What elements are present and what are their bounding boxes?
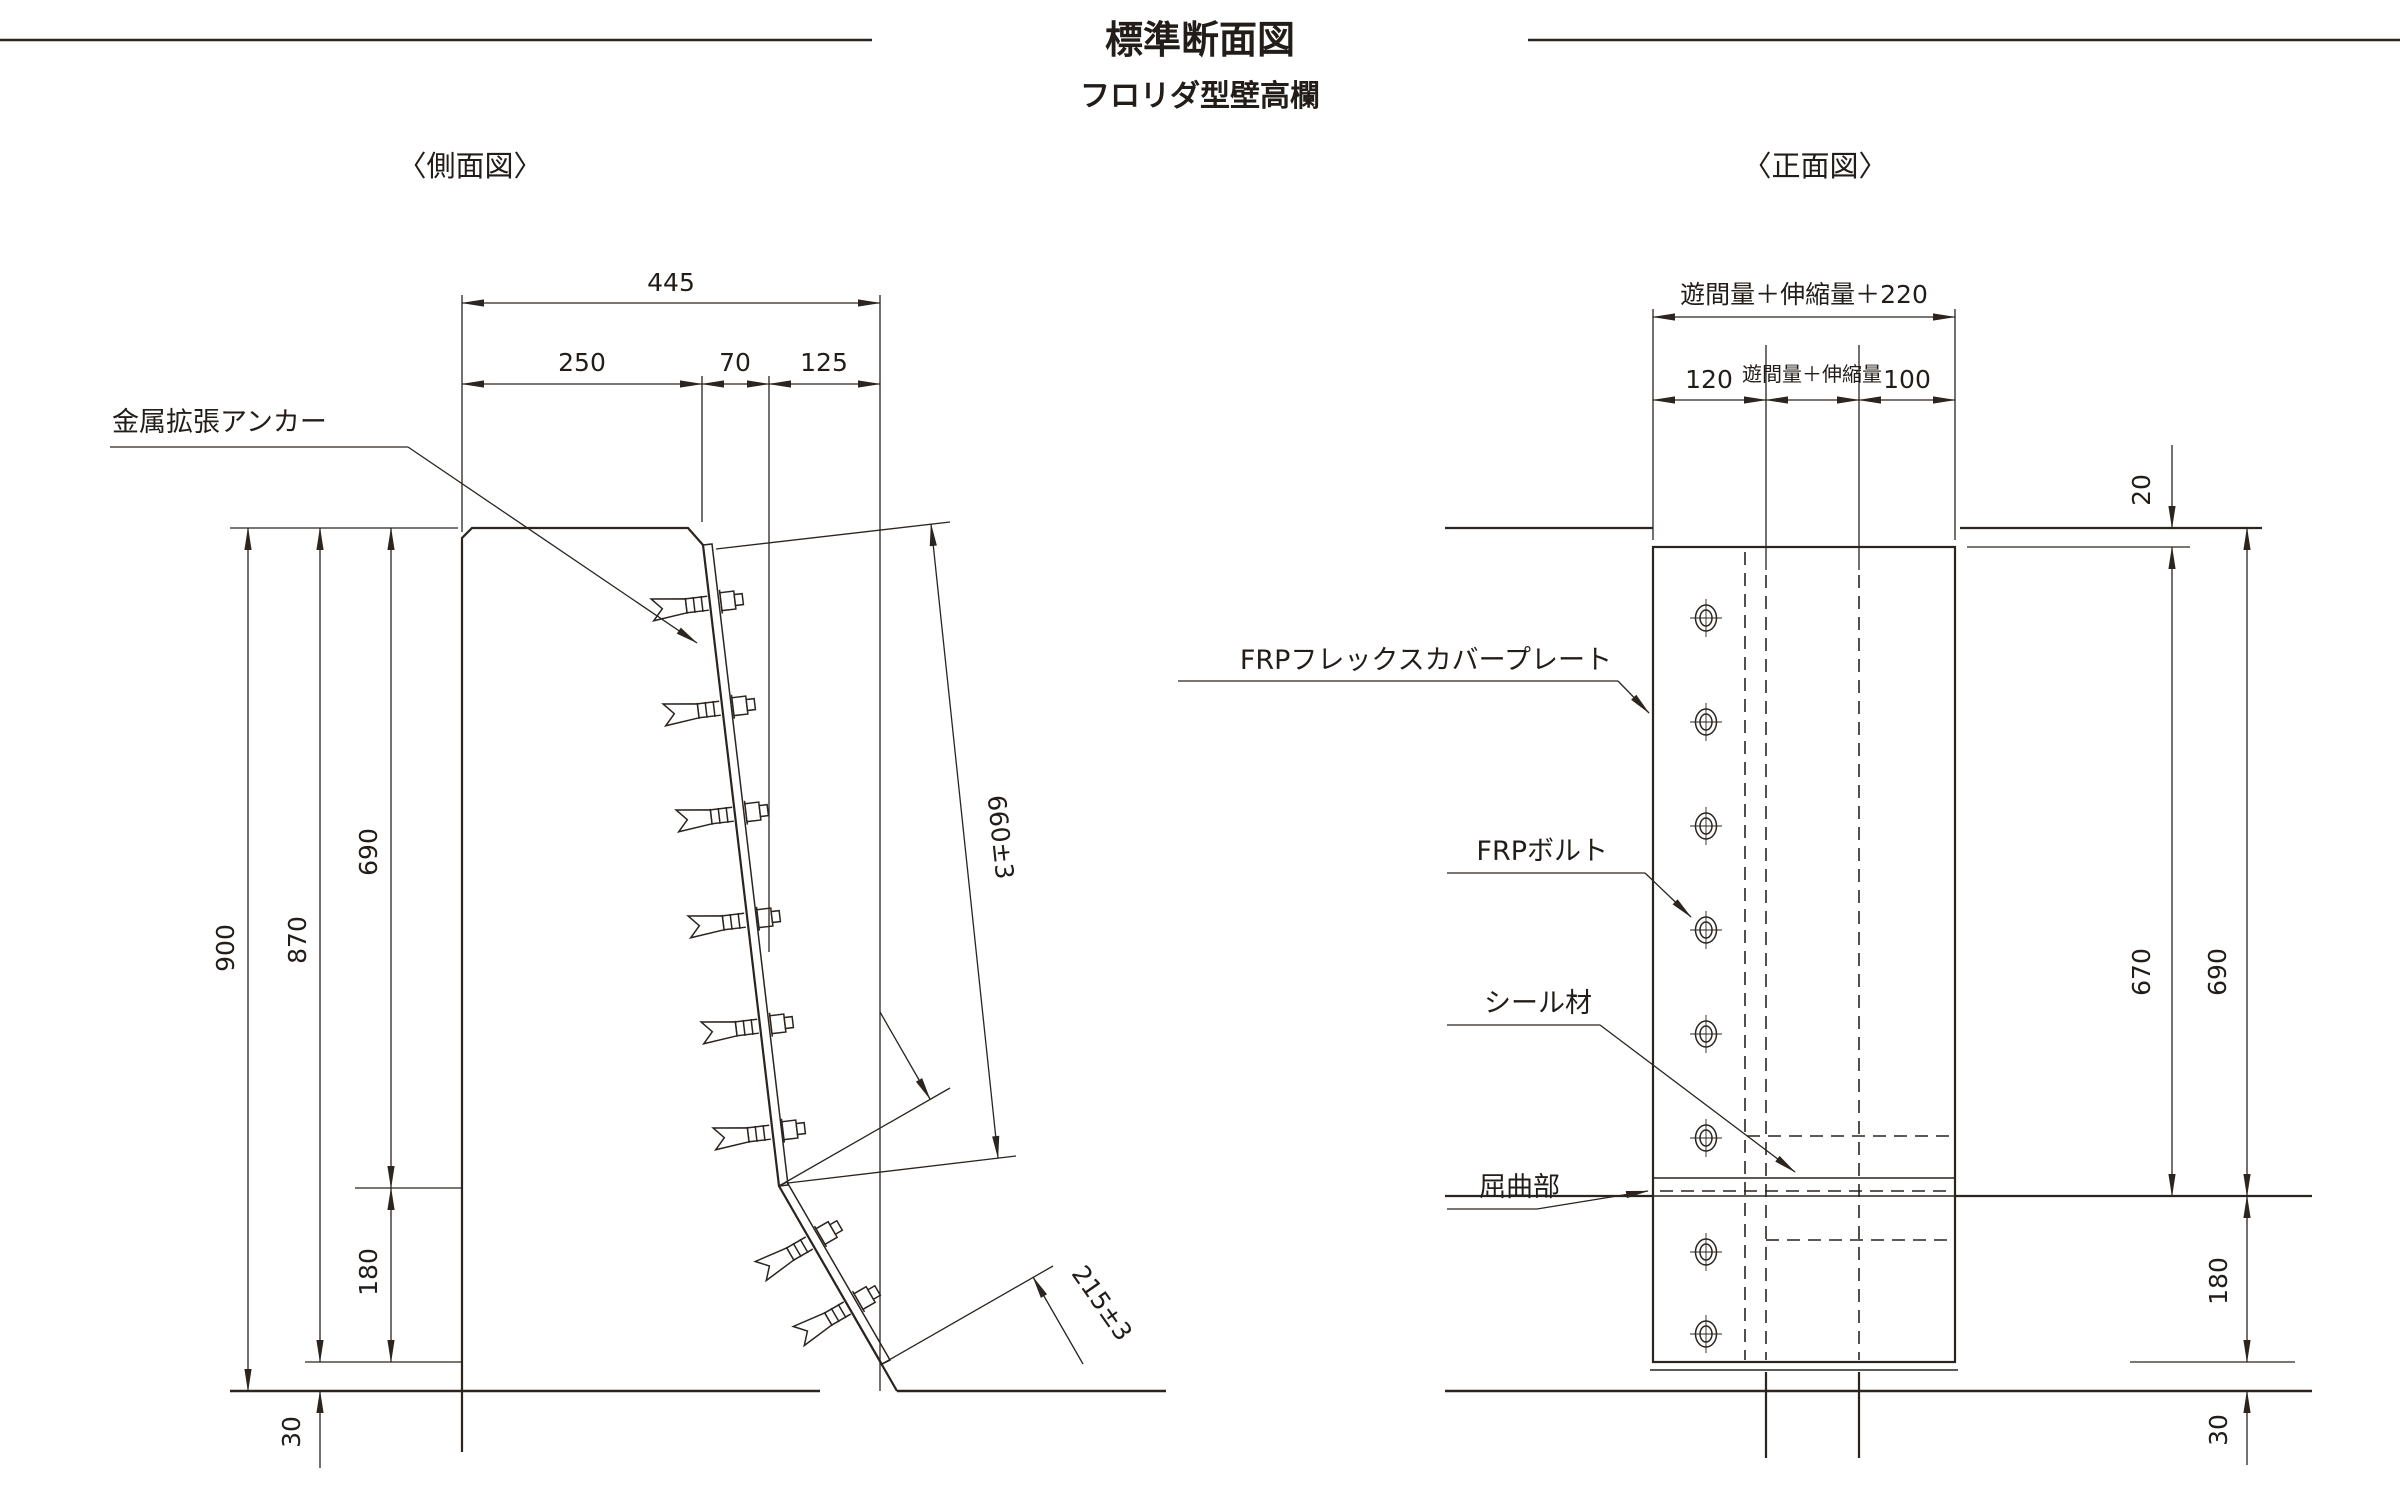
dim-660: 660±3 [982, 794, 1020, 881]
frp-bolt-symbol [1689, 1118, 1723, 1158]
dim-125: 125 [800, 348, 848, 377]
front-dimension-lines [1652, 313, 2251, 1465]
title-block: 標準断面図 フロリダ型壁高欄 〈側面図〉 〈正面図〉 [0, 18, 2400, 183]
cover-plate-front [1651, 545, 1957, 1364]
dim-120: 120 [1685, 365, 1733, 394]
dim-690: 690 [354, 828, 383, 876]
dim-690-front: 690 [2203, 948, 2232, 996]
bend-callout: 屈曲部 [1479, 1172, 1560, 1203]
front-extension-lines [1652, 309, 1956, 570]
dim-70: 70 [719, 348, 751, 377]
expansion-anchor [687, 903, 782, 940]
dim-250: 250 [558, 348, 606, 377]
bolt-callout: FRPボルト [1476, 836, 1608, 867]
dim-20: 20 [2127, 474, 2156, 506]
cover-plate-arrow [1617, 680, 1650, 714]
frp-bolt-symbol [1689, 702, 1723, 742]
expansion-anchor [712, 1115, 807, 1152]
expansion-anchor [662, 691, 757, 728]
seal-callout: シール材 [1484, 988, 1592, 1019]
expansion-anchors [650, 586, 885, 1348]
expansion-anchor [675, 797, 770, 834]
wall-outline [460, 526, 898, 1452]
frp-bolt-symbol [1689, 910, 1723, 950]
side-dimension-lines [244, 299, 1084, 1468]
front-view-label: 〈正面図〉 [1742, 149, 1887, 183]
dim-870: 870 [283, 916, 312, 964]
frp-bolt-symbol [1689, 598, 1723, 638]
dim-total-width: 遊間量＋伸縮量＋220 [1680, 280, 1928, 309]
frp-bolt-symbol [1689, 806, 1723, 846]
frp-bolt-symbol [1689, 1314, 1723, 1354]
front-callouts: FRPフレックスカバープレート FRPボルト シール材 屈曲部 [1178, 645, 1796, 1210]
bend-arrow [1536, 1190, 1649, 1210]
anchor-callout: 金属拡張アンカー [110, 407, 698, 644]
dim-30-front: 30 [2204, 1414, 2233, 1446]
dim-900: 900 [211, 924, 240, 972]
cover-plate-callout: FRPフレックスカバープレート [1240, 645, 1612, 676]
hidden-joint-edges [1660, 552, 1955, 1360]
frp-bolt-symbol [1689, 1232, 1723, 1272]
front-view: 遊間量＋伸縮量＋220 120 遊間量＋伸縮量 100 20 670 690 1… [1178, 280, 2312, 1465]
page-title: 標準断面図 [1105, 18, 1295, 62]
dim-180-side: 180 [354, 1248, 383, 1296]
side-view: 金属拡張アンカー [110, 268, 1166, 1468]
anchor-callout-arrow [407, 446, 698, 644]
dim-100: 100 [1883, 365, 1931, 394]
dim-30-side: 30 [277, 1416, 306, 1448]
frp-bolt-symbol [1689, 1014, 1723, 1054]
expansion-anchor [754, 1214, 847, 1283]
cover-plate-side [702, 543, 892, 1365]
side-view-label: 〈側面図〉 [397, 149, 542, 183]
dim-445: 445 [647, 268, 695, 297]
dim-180-front: 180 [2204, 1257, 2233, 1305]
dim-gap: 遊間量＋伸縮量 [1742, 362, 1882, 386]
seal-arrow [1599, 1024, 1796, 1173]
page-subtitle: フロリダ型壁高欄 [1080, 79, 1320, 114]
expansion-anchor [700, 1009, 795, 1046]
bend-hatch-band [1652, 1177, 1956, 1197]
dim-215: 215±3 [1066, 1260, 1138, 1346]
side-extension-lines [230, 295, 1054, 1391]
frp-bolts [1689, 598, 1723, 1354]
expansion-anchor [650, 586, 745, 623]
anchor-callout-label: 金属拡張アンカー [112, 407, 327, 438]
bolt-arrow [1644, 872, 1692, 918]
dim-670: 670 [2127, 948, 2156, 996]
